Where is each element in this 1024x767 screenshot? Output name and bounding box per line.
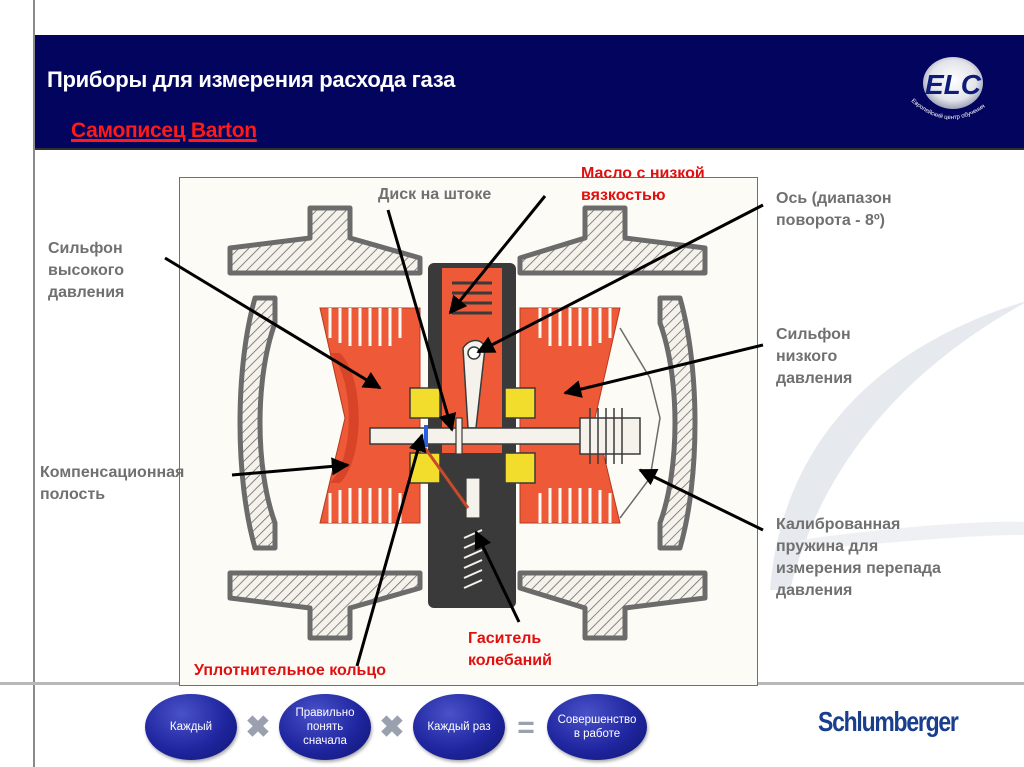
elc-logo-text: ELC [925,69,982,100]
background-swoosh [770,301,1024,590]
label-line: Масло с низкой [581,165,705,182]
label-line: давления [776,582,853,599]
oil-channel [423,447,470,509]
elc-logo: ELC Европейский центр обучения [910,57,986,121]
label-line: Диск на штоке [378,186,492,203]
label-damper: Гаситель колебаний [468,628,552,672]
label-line: давления [776,370,853,387]
label-line: колебаний [468,652,552,669]
label-line: Компенсационная [40,464,185,481]
label-line: Калиброванная [776,516,901,533]
footer-motto-flow: Каждый ✖ Правильно понять сначала ✖ Кажд… [145,694,665,762]
motto-bubble-understand: Правильно понять сначала [279,694,371,760]
multiply-icon: ✖ [379,711,405,744]
slide-left-rule [33,0,35,767]
label-line: низкого [776,348,838,365]
diagram-drawing [227,205,708,641]
axis-pivot [467,346,481,360]
label-line: вязкостью [581,187,666,204]
label-calibrated-spring: Калиброванная пружина для измерения перепа… [776,514,941,602]
label-stem-disk: Диск на штоке [378,184,491,206]
motto-bubble-every-time: Каждый раз [413,694,505,760]
label-line: Ось (диапазон [776,190,892,207]
label-line: Уплотнительное кольцо [194,662,386,679]
label-high-pressure-bellows: Сильфон высокого давления [48,238,124,304]
equals-icon: = [517,711,535,744]
label-axis: Ось (диапазон поворота - 8º) [776,188,892,232]
label-compensation-cavity: Компенсационная полость [40,462,184,506]
label-line: измерения перепада [776,560,941,577]
calibrated-spring [579,408,641,464]
label-line: Сильфон [48,240,123,257]
stem-disk [455,417,463,455]
schlumberger-logo: Schlumberger [818,706,959,737]
page-subtitle: Самописец Barton [71,119,257,142]
label-line: пружина для [776,538,879,555]
label-line: давления [48,284,125,301]
seal-ring [424,425,428,447]
label-line: Сильфон [776,326,851,343]
damper-valve [465,477,481,519]
label-low-viscosity-oil: Масло с низкой вязкостью [581,163,705,207]
stem [369,427,611,445]
label-seal-ring: Уплотнительное кольцо [194,660,386,682]
label-line: полость [40,486,106,503]
label-low-pressure-bellows: Сильфон низкого давления [776,324,852,390]
multiply-icon: ✖ [245,711,271,744]
label-line: высокого [48,262,124,279]
barton-recorder-diagram [179,177,758,686]
slide-header: Приборы для измерения расхода газа Самоп… [35,35,1024,150]
label-line: поворота - 8º) [776,212,886,229]
motto-bubble-excellence: Совершенство в работе [547,694,647,760]
label-line: Гаситель [468,630,542,647]
page-title: Приборы для измерения расхода газа [47,67,456,92]
motto-bubble-each: Каждый [145,694,237,760]
